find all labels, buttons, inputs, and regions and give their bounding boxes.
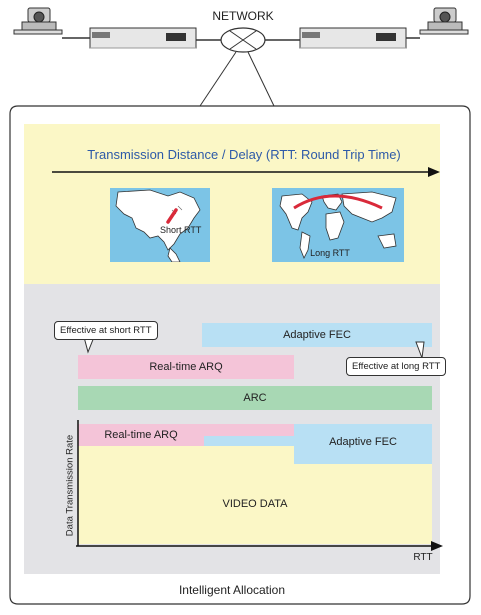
callout-long-rtt: Effective at long RTT: [346, 357, 447, 376]
label-adaptive-fec-top: Adaptive FEC: [283, 329, 351, 341]
camera-icon: [419, 7, 469, 35]
video-data-area: [78, 446, 432, 544]
band-realtime-arq-top: [78, 355, 294, 379]
world-map-icon: [110, 188, 210, 262]
band-adaptive-fec-low: [204, 436, 294, 446]
x-axis-label: RTT: [413, 552, 433, 563]
label-video-data: VIDEO DATA: [222, 498, 288, 510]
band-arc: [78, 386, 432, 410]
network-cloud-icon: [220, 27, 266, 53]
band-realtime-arq-low: [78, 424, 204, 446]
label-realtime-arq-low: Real-time ARQ: [104, 429, 178, 441]
camera-icon: [13, 7, 63, 35]
y-axis-label: Data Transmission Rate: [64, 434, 76, 537]
network-label: NETWORK: [212, 9, 274, 23]
short-rtt-label: Short RTT: [160, 225, 202, 235]
label-adaptive-fec-low: Adaptive FEC: [329, 436, 397, 448]
transmission-title: Transmission Distance / Delay (RTT: Roun…: [87, 147, 401, 162]
world-map-icon: [272, 188, 404, 262]
callout-short-rtt: Effective at short RTT: [54, 321, 158, 340]
label-arc: ARC: [243, 392, 267, 404]
label-realtime-arq-top: Real-time ARQ: [149, 361, 223, 373]
long-rtt-label: Long RTT: [310, 248, 350, 258]
band-adaptive-fec-top: [202, 323, 432, 347]
intelligent-allocation-footer: Intelligent Allocation: [178, 583, 286, 597]
network-topology: [13, 7, 469, 107]
